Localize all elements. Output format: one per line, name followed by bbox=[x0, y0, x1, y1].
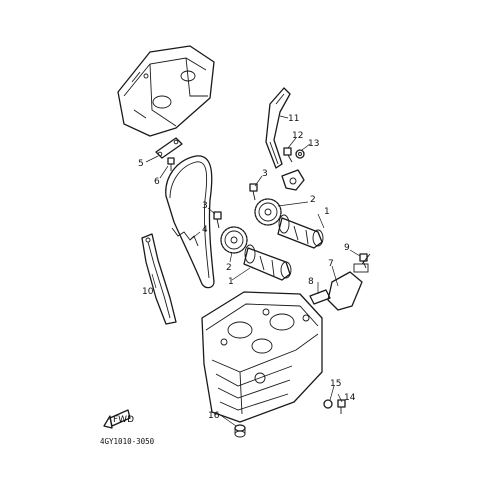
washer-13 bbox=[295, 149, 305, 159]
callout-labels: 1 1 2 2 3 3 4 5 6 7 8 9 10 11 12 13 14 1… bbox=[138, 114, 356, 421]
callout-1-upper: 1 bbox=[324, 207, 330, 217]
timing-chain bbox=[165, 155, 215, 289]
callout-3-upper: 3 bbox=[262, 169, 268, 179]
camshaft-upper bbox=[277, 214, 324, 249]
chain-guide bbox=[141, 233, 177, 325]
bolt-3-upper bbox=[249, 183, 258, 201]
callout-4: 4 bbox=[202, 225, 208, 235]
callout-16: 16 bbox=[208, 411, 220, 421]
cam-sprocket-upper bbox=[254, 198, 282, 226]
callout-1-lower: 1 bbox=[228, 277, 234, 287]
bracket-assembly bbox=[281, 169, 305, 191]
cam-sprocket-lower bbox=[220, 226, 248, 254]
callout-10: 10 bbox=[142, 287, 154, 297]
chain-tensioner bbox=[327, 253, 371, 311]
callout-9: 9 bbox=[344, 243, 350, 253]
callout-15: 15 bbox=[330, 379, 341, 389]
bolt-9 bbox=[359, 253, 368, 269]
callout-6: 6 bbox=[154, 177, 160, 187]
bolt-12 bbox=[283, 147, 293, 163]
washer-15 bbox=[323, 399, 333, 409]
bolt-14 bbox=[337, 399, 346, 414]
front-direction-marker bbox=[103, 409, 131, 429]
callout-2-upper: 2 bbox=[310, 195, 316, 205]
tensioner-guide bbox=[265, 87, 291, 169]
callout-14: 14 bbox=[344, 393, 356, 403]
leader-lines bbox=[145, 115, 361, 427]
callout-12: 12 bbox=[292, 131, 303, 141]
front-marker-label: FWD bbox=[113, 415, 134, 425]
bolt-6 bbox=[167, 157, 175, 171]
callout-13: 13 bbox=[308, 139, 319, 149]
callout-2-lower: 2 bbox=[226, 263, 232, 273]
tensioner-gasket bbox=[309, 289, 331, 305]
camshaft-lower bbox=[243, 244, 292, 281]
callout-7: 7 bbox=[328, 259, 334, 269]
bolt-3-lower bbox=[213, 211, 222, 229]
cylinder-head bbox=[201, 291, 323, 423]
plug-16 bbox=[234, 424, 246, 438]
callout-3-lower: 3 bbox=[202, 201, 208, 211]
cylinder-head-cover bbox=[117, 45, 215, 137]
callout-8: 8 bbox=[308, 277, 314, 287]
diagram-code: 4GY1010-3050 bbox=[100, 437, 155, 446]
callout-5: 5 bbox=[138, 159, 144, 169]
callout-11: 11 bbox=[288, 114, 299, 124]
chain-guide-stopper bbox=[155, 137, 183, 159]
